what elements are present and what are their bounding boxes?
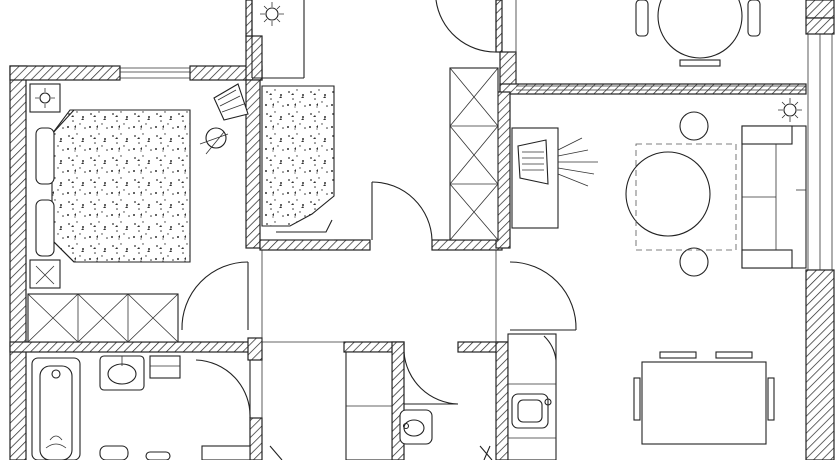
bathroom bbox=[31, 355, 251, 460]
bedroom bbox=[27, 83, 249, 343]
washbasin bbox=[99, 355, 145, 391]
ceiling-lamp-icon bbox=[778, 98, 802, 122]
nightstand bbox=[29, 83, 61, 289]
dining-table bbox=[633, 351, 775, 445]
wc bbox=[345, 351, 493, 460]
corridor-top bbox=[435, 0, 497, 53]
corridor bbox=[261, 250, 497, 460]
living-room bbox=[509, 98, 807, 331]
sink-icon bbox=[511, 393, 552, 429]
bedroom-wardrobe bbox=[27, 293, 179, 343]
top-dining-area bbox=[515, 0, 761, 84]
tv-icon bbox=[517, 137, 598, 187]
hall-wardrobe bbox=[449, 67, 499, 241]
wc-basin bbox=[399, 409, 433, 445]
windows bbox=[120, 34, 833, 270]
wall-lamp-icon bbox=[35, 88, 55, 108]
child-room bbox=[261, 85, 433, 241]
balcony bbox=[251, 0, 305, 79]
walls bbox=[9, 0, 835, 460]
kitchen bbox=[507, 333, 557, 460]
shower-icon bbox=[45, 369, 67, 449]
wall-lamp-icon bbox=[199, 83, 249, 155]
ceiling-lamp-icon bbox=[260, 2, 284, 26]
sofa bbox=[741, 125, 807, 269]
